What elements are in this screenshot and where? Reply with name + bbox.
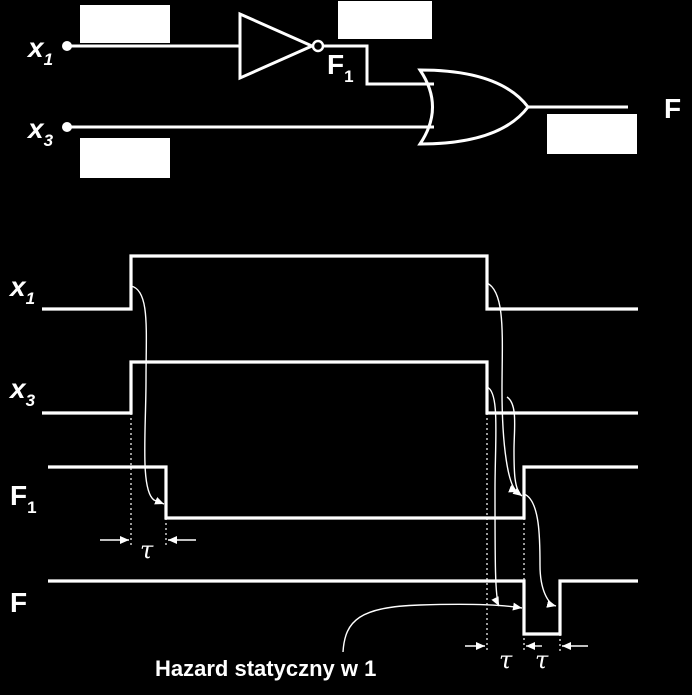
causal-arrow-x3-f1 [506, 396, 523, 497]
timing-label-f1: F1 [10, 480, 37, 517]
timing-label-f: F [10, 587, 27, 618]
or-gate [417, 68, 530, 146]
inverter-gate [238, 11, 316, 81]
circuit-label-x3: x3 [26, 113, 54, 150]
wire-f1 [323, 44, 434, 86]
hazard-pointer-arrow [342, 602, 523, 653]
inverter-bubble [311, 39, 325, 53]
label-box-x1 [80, 5, 170, 43]
causal-arrow-x3-f [486, 386, 500, 607]
waveform-x1 [42, 254, 638, 311]
causal-arrow-f1-f [523, 493, 557, 608]
circuit-label-x1: x1 [26, 32, 53, 69]
timing-label-x3: x3 [8, 373, 36, 410]
timing-label-x1: x1 [8, 271, 35, 308]
causal-arrow-x1-f1 [130, 285, 165, 505]
hazard-caption: Hazard statyczny w 1 [155, 656, 376, 681]
waveform-x3 [42, 360, 638, 415]
tau-label-1: τ [140, 536, 154, 564]
timing-diagram: x1 x3 F1 F τ τ τ Hazard statyczny w [8, 254, 638, 681]
tau-label-2: τ [499, 646, 513, 674]
causal-arrow-x1-f1-fall [486, 282, 519, 493]
waveform-f [48, 579, 638, 636]
label-box-f1 [338, 1, 432, 39]
label-box-x3 [80, 138, 170, 178]
circuit-label-f1: F1 [327, 49, 354, 86]
tau-label-3: τ [535, 646, 549, 674]
label-box-f [547, 114, 637, 154]
circuit-label-f: F [664, 93, 681, 124]
logic-circuit: x1 x3 F1 F [26, 1, 681, 178]
waveform-f1 [48, 465, 638, 520]
